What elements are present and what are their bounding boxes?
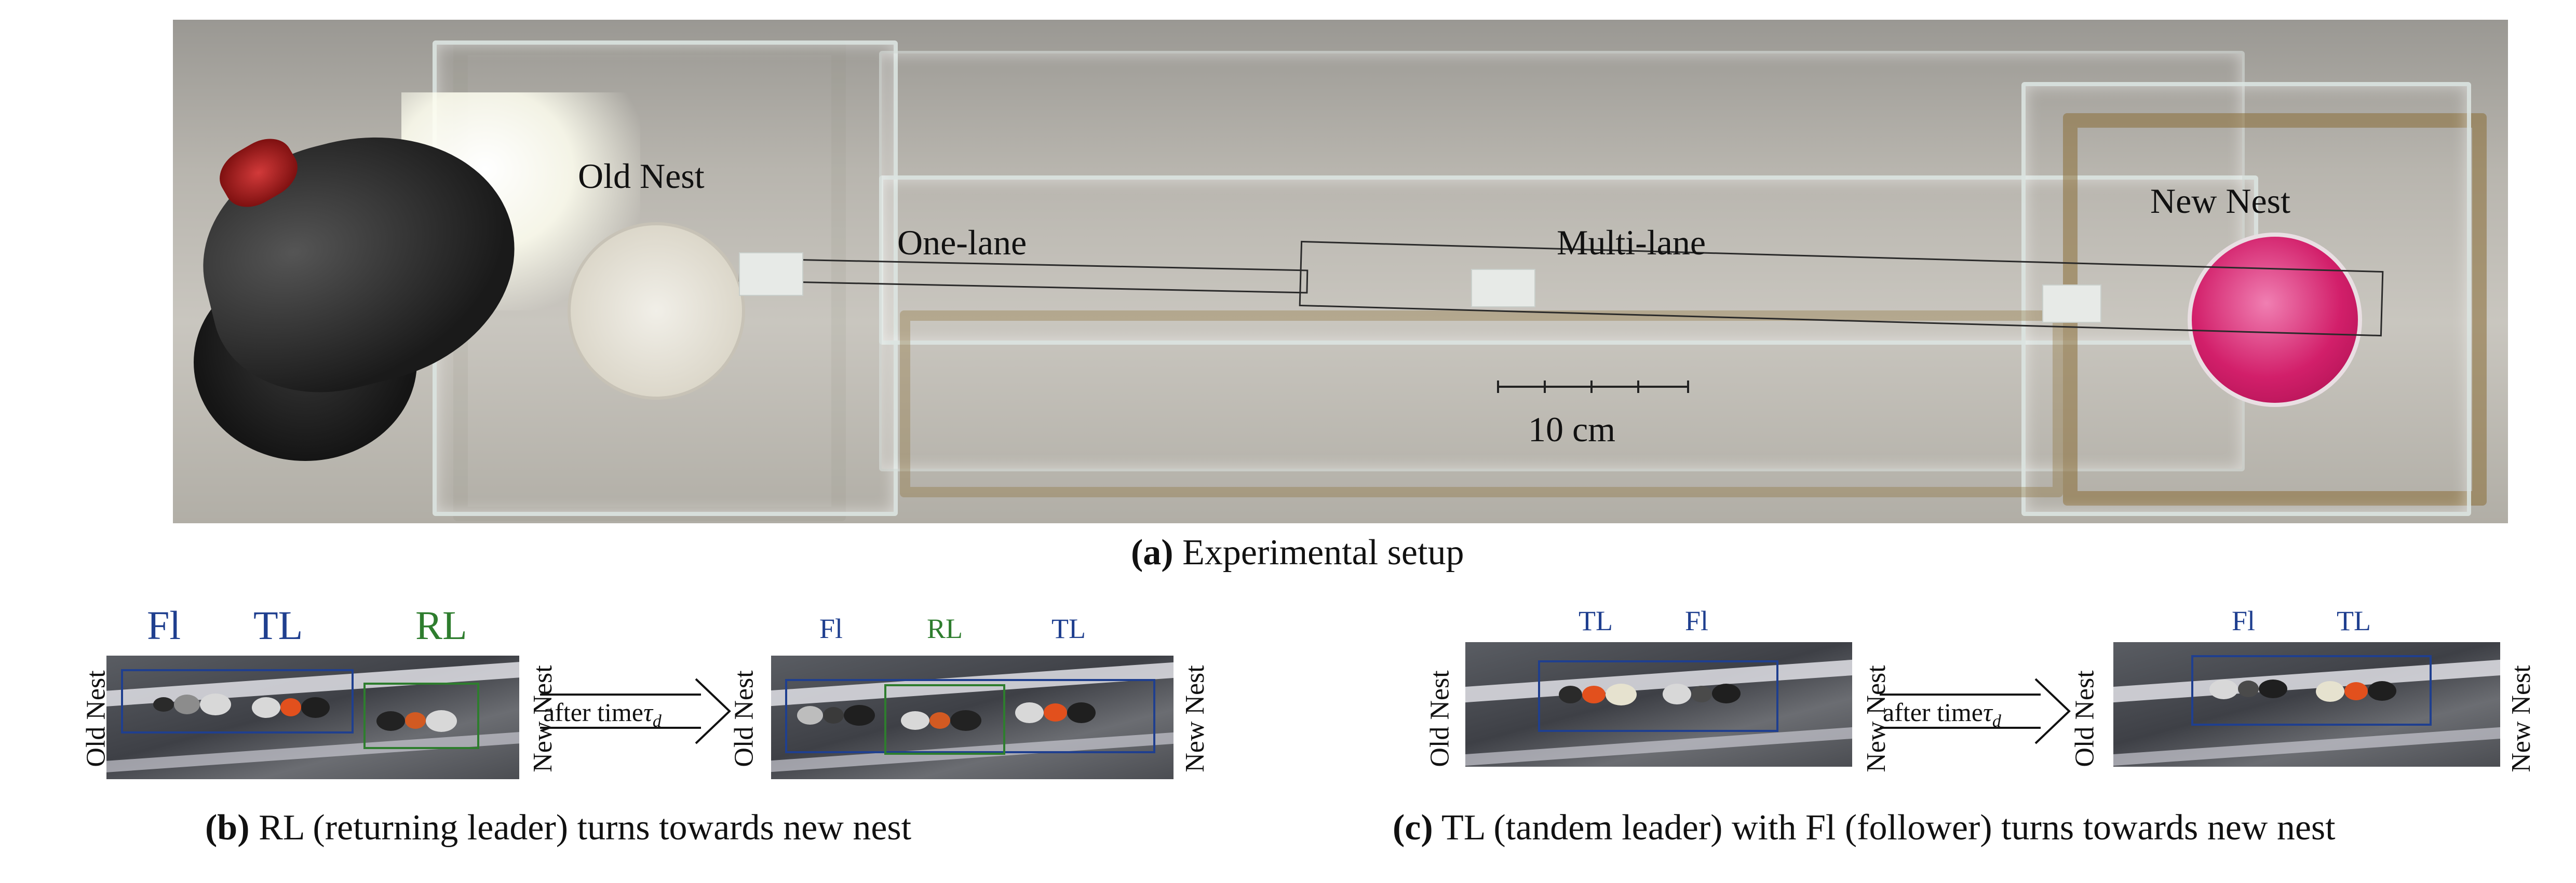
marker-plate-3 bbox=[2042, 284, 2101, 323]
ant-tandem-leader bbox=[2316, 676, 2409, 707]
ant-follower bbox=[153, 689, 231, 721]
tandem-box bbox=[2191, 655, 2432, 726]
corridor-residue bbox=[900, 310, 2063, 497]
experimental-setup-photo: Old Nest New Nest One-lane Multi-lane 10… bbox=[173, 20, 2508, 523]
old-nest-side-label: Old Nest bbox=[729, 670, 759, 767]
caption-b-letter: (b) bbox=[205, 808, 250, 848]
multi-lane-label: Multi-lane bbox=[1557, 223, 1706, 262]
caption-a-letter: (a) bbox=[1131, 533, 1174, 573]
caption-b: (b) RL (returning leader) turns towards … bbox=[205, 807, 911, 849]
ant-follower bbox=[1663, 678, 1756, 710]
tag-fl: Fl bbox=[1685, 605, 1709, 636]
ant-frame bbox=[2113, 642, 2500, 767]
arrow-icon bbox=[540, 678, 731, 744]
tag-fl: Fl bbox=[819, 613, 843, 644]
arrow-symbol: τ bbox=[643, 698, 653, 727]
one-lane-label: One-lane bbox=[897, 223, 1027, 262]
new-nest-tray-residue bbox=[2063, 113, 2487, 506]
caption-c-text: TL (tandem leader) with Fl (follower) tu… bbox=[1441, 808, 2336, 848]
new-nest-arena bbox=[2021, 82, 2471, 516]
leader-box bbox=[121, 669, 354, 733]
ant-frame bbox=[1465, 642, 1852, 767]
caption-a: (a) Experimental setup bbox=[1131, 532, 1464, 574]
tag-rl: RL bbox=[415, 603, 467, 648]
arrow-label: after timeτd bbox=[1883, 697, 2001, 731]
ant-tandem-leader bbox=[1015, 697, 1109, 728]
arrow-text: after time bbox=[543, 698, 643, 727]
arrow-symbol: τ bbox=[1982, 698, 1992, 727]
tag-fl: Fl bbox=[147, 603, 181, 648]
new-nest-side-label: New Nest bbox=[1180, 665, 1210, 772]
marker-plate-2 bbox=[1471, 269, 1535, 307]
old-nest-label: Old Nest bbox=[578, 156, 705, 196]
returning-leader-box bbox=[884, 684, 1005, 755]
returning-leader-box bbox=[363, 683, 479, 749]
ant-returning-leader bbox=[376, 705, 470, 736]
caption-b-text: RL (returning leader) turns towards new … bbox=[259, 808, 912, 848]
old-nest-dish bbox=[568, 222, 745, 400]
new-nest-label: New Nest bbox=[2150, 181, 2291, 221]
tag-tl: TL bbox=[253, 603, 303, 648]
tag-rl: RL bbox=[927, 613, 963, 644]
caption-a-text: Experimental setup bbox=[1182, 533, 1464, 573]
marker-plate-1 bbox=[739, 252, 803, 296]
scale-label: 10 cm bbox=[1528, 410, 1616, 449]
ant-tandem-leader bbox=[1559, 680, 1652, 711]
ant-frame bbox=[106, 656, 519, 779]
ant-follower bbox=[797, 700, 880, 731]
new-nest-dish bbox=[2188, 233, 2362, 407]
new-nest-side-label: New Nest bbox=[2506, 665, 2536, 772]
ant-follower bbox=[2209, 673, 2303, 704]
scale-bar bbox=[1497, 381, 1689, 393]
tag-fl: Fl bbox=[2232, 605, 2256, 636]
tag-tl: TL bbox=[1579, 605, 1613, 636]
tag-tl: TL bbox=[2337, 605, 2371, 636]
old-nest-side-label: Old Nest bbox=[2070, 670, 2100, 767]
caption-c-letter: (c) bbox=[1393, 808, 1433, 848]
arrow-sub: d bbox=[652, 712, 662, 731]
arrow-text: after time bbox=[1883, 698, 1983, 727]
old-nest-side-label: Old Nest bbox=[1425, 670, 1455, 767]
tag-tl: TL bbox=[1051, 613, 1086, 644]
arrow-icon bbox=[1880, 678, 2071, 744]
ant-returning-leader bbox=[901, 705, 989, 736]
arrow-label: after timeτd bbox=[543, 697, 662, 731]
leader-box bbox=[785, 679, 1155, 753]
ant-frame bbox=[771, 656, 1174, 779]
ant-tandem-leader bbox=[252, 692, 340, 723]
caption-c: (c) TL (tandem leader) with Fl (follower… bbox=[1393, 807, 2336, 849]
tandem-box bbox=[1538, 660, 1778, 732]
arrow-sub: d bbox=[1992, 712, 2001, 731]
